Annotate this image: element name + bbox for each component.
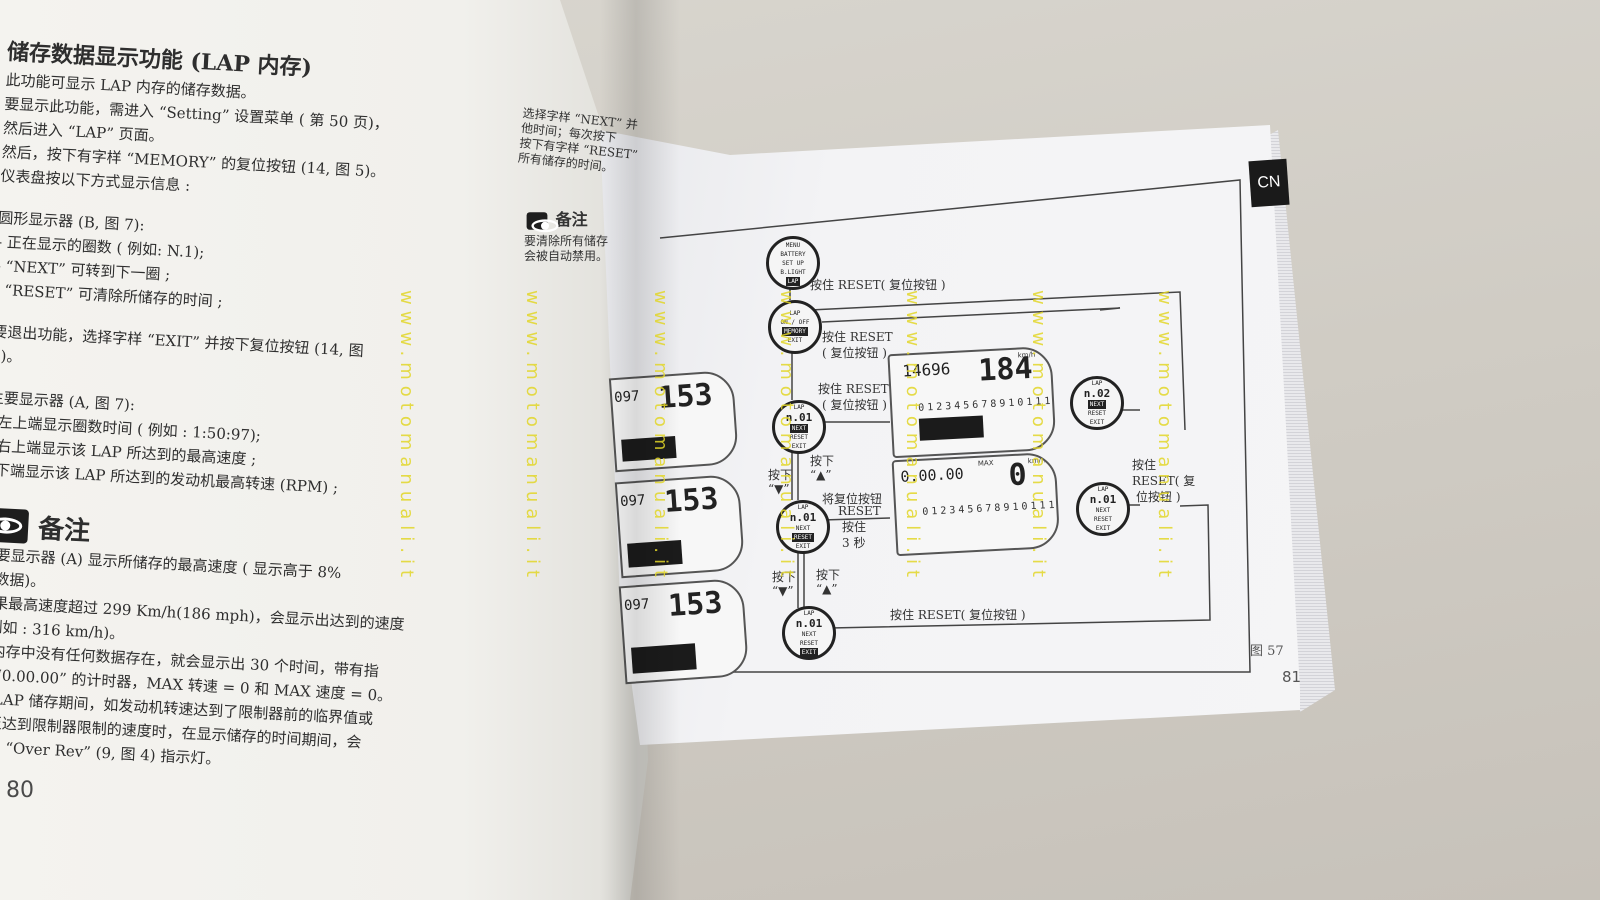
lap-circle-n02: LAP n.02 NEXT RESET EXIT xyxy=(1070,376,1124,430)
label-hold-reset-top: 按住 RESET( 复位按钮 ) xyxy=(810,278,946,292)
label-press-up: 按下 xyxy=(810,454,835,468)
label-hold-reset-right-1: 按住 xyxy=(1132,458,1157,472)
right-note-text: 要清除所有储存 会被自动禁用。 xyxy=(524,234,608,264)
lap-circle-n01-c: LAP n.01 NEXT RESET EXIT xyxy=(782,606,836,660)
lap-circle-n01-d: LAP n.01 NEXT RESET EXIT xyxy=(1076,482,1130,536)
lap-circle-menu: MENU BATTERY SET UP B.LIGHT LAP xyxy=(766,236,820,290)
text-line: 会被自动禁用。 xyxy=(524,249,609,263)
note-title: 备注 xyxy=(37,514,91,547)
lap-circle-n01-a: LAP n.01 NEXT RESET EXIT xyxy=(772,400,826,454)
label-hold-reset-3b: ( 复位按钮 ) xyxy=(822,398,887,412)
label-hold-reset-right-3: 位按钮 ) xyxy=(1136,490,1181,504)
watermark: www.motomanuali.it xyxy=(902,290,923,584)
rpm-bar xyxy=(918,415,984,441)
lap-circle-n01-b: LAP n.01 NEXT RESET EXIT xyxy=(776,500,830,554)
dashboard-left-2: 097 153 xyxy=(614,473,746,579)
label-hold-reset-2a: 按住 RESET xyxy=(822,330,893,344)
watermark: www.motomanuali.it xyxy=(650,290,671,584)
diagram-lines xyxy=(659,179,1251,673)
right-note-title: 备注 xyxy=(524,206,588,232)
label-arrow-up: “▲” xyxy=(810,468,832,482)
label-hold-reset-bottom: 按住 RESET( 复位按钮 ) xyxy=(890,608,1026,622)
label-arrow-down: “▼” xyxy=(768,482,790,496)
left-page: 储存数据显示功能 (LAP 内存) 此功能可显示 LAP 内存的储存数据。 要显… xyxy=(0,0,648,900)
lap-circle-setup: LAP ON / OFF MEMORY EXIT xyxy=(768,300,822,354)
label-hold-reset-3a: 按住 RESET xyxy=(818,382,889,396)
page-number-right: 81 xyxy=(1282,668,1302,686)
label-arrow-up-2: “▲” xyxy=(816,582,838,596)
watermark: www.motomanuali.it xyxy=(1154,290,1175,584)
label-reset-hold-1: 将复位按钮 xyxy=(822,492,883,506)
lap-memory-diagram: MENU BATTERY SET UP B.LIGHT LAP LAP ON /… xyxy=(560,0,1600,900)
watermark: www.motomanuali.it xyxy=(396,290,417,584)
figure-label: 图 57 xyxy=(1250,644,1284,659)
right-page: 选择字样 “NEXT” 并 他时间；每次按下 按下有字样 “RESET” 所有储… xyxy=(517,0,1600,900)
label-press-up-2: 按下 xyxy=(816,568,841,582)
eye-icon xyxy=(526,211,559,232)
eye-icon xyxy=(0,506,30,544)
dashboard-left-1: 097 153 xyxy=(608,369,740,473)
label-press-down-2: 按下 xyxy=(772,570,797,584)
label-reset-hold-3: 按住 xyxy=(842,520,867,534)
label-reset-hold-2: RESET xyxy=(838,504,881,518)
watermark: www.motomanuali.it xyxy=(776,290,797,584)
dashboard-left-3: 097 153 xyxy=(618,577,750,685)
label-press-down: 按下 xyxy=(768,468,793,482)
watermark: www.motomanuali.it xyxy=(1028,290,1049,584)
watermark: www.motomanuali.it xyxy=(522,290,543,584)
text-line: 要清除所有储存 xyxy=(524,234,609,248)
rpm-bar xyxy=(631,643,697,674)
label-hold-reset-2b: ( 复位按钮 ) xyxy=(822,346,887,360)
label-arrow-down-2: “▼” xyxy=(772,584,794,598)
label-hold-reset-right-2: RESET( 复 xyxy=(1132,474,1196,488)
page-number-left: 80 xyxy=(6,778,34,803)
label-reset-hold-4: 3 秒 xyxy=(842,536,866,550)
